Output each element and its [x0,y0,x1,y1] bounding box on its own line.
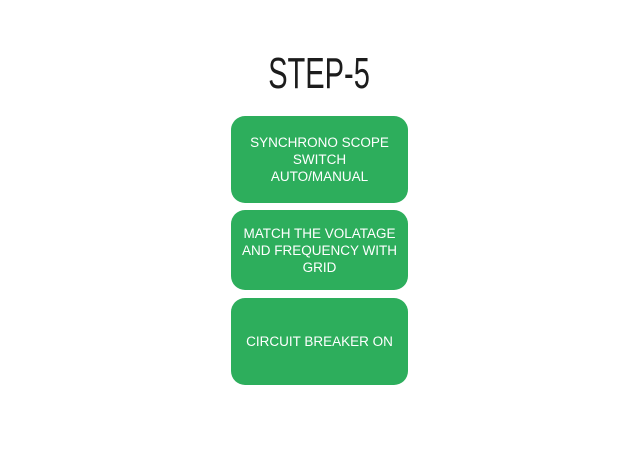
step-label-circuit-breaker-on: CIRCUIT BREAKER ON [246,334,393,349]
step-label-match-voltage-frequency: MATCH THE VOLATAGE AND FREQUENCY WITH GR… [241,225,397,275]
slide-title-text: STEP-5 [268,49,370,98]
step-box-match-voltage-frequency: MATCH THE VOLATAGE AND FREQUENCY WITH GR… [231,210,408,290]
slide-title: STEP-5 [0,52,638,96]
steps-column: SYNCHRONO SCOPE SWITCH AUTO/MANUAL MATCH… [231,116,408,385]
step-box-synchroscope-switch: SYNCHRONO SCOPE SWITCH AUTO/MANUAL [231,116,408,203]
step-label-synchroscope-switch: SYNCHRONO SCOPE SWITCH AUTO/MANUAL [250,135,389,184]
step-box-circuit-breaker-on: CIRCUIT BREAKER ON [231,298,408,385]
